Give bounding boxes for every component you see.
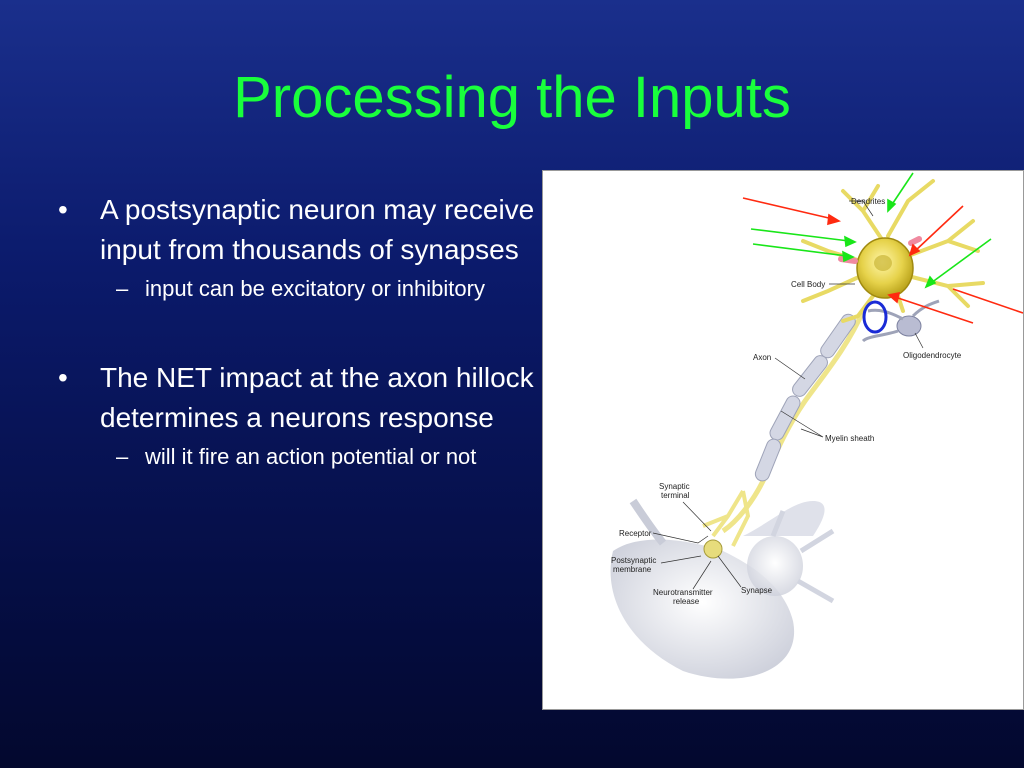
inhibitory-input-arrows	[742, 197, 1023, 324]
axon-hillock-marker	[862, 300, 888, 334]
bullet-item: • The NET impact at the axon hillock det…	[58, 358, 538, 438]
sub-bullet-text: will it fire an action potential or not	[145, 444, 477, 469]
bullet-item: • A postsynaptic neuron may receive inpu…	[58, 190, 538, 270]
bullet-text: A postsynaptic neuron may receive input …	[100, 194, 535, 265]
sub-bullet-dash: –	[116, 444, 129, 469]
sub-bullet-text: input can be excitatory or inhibitory	[145, 276, 485, 301]
label-leader-lines	[652, 200, 924, 590]
inhibitory-synapse-dot	[908, 236, 922, 246]
label-receptor: Receptor	[619, 529, 652, 538]
axon-terminal-shape	[702, 489, 751, 559]
label-cell-body: Cell Body	[791, 280, 825, 289]
label-synaptic-terminal: Synaptic	[659, 482, 690, 491]
label-myelin-sheath: Myelin sheath	[825, 434, 874, 443]
neighbor-neuron-shape	[747, 510, 835, 604]
label-postsynaptic-membrane: Postsynaptic	[611, 556, 656, 565]
excitatory-input-arrows	[750, 172, 992, 289]
bullet-dot: •	[58, 362, 68, 393]
sub-bullet-dash: –	[116, 276, 129, 301]
neuron-illustration: Dendrites Cell Body Oligodendrocyte Axon…	[610, 172, 1023, 679]
label-postsynaptic-membrane-2: membrane	[613, 565, 652, 574]
sub-bullet-item: – input can be excitatory or inhibitory	[58, 272, 538, 306]
sub-bullet-item: – will it fire an action potential or no…	[58, 440, 538, 474]
label-neurotransmitter-release-2: release	[673, 597, 700, 606]
neuron-diagram: Dendrites Cell Body Oligodendrocyte Axon…	[542, 170, 1024, 710]
label-synaptic-terminal-2: terminal	[661, 491, 690, 500]
label-axon: Axon	[753, 353, 771, 362]
label-dendrites: Dendrites	[851, 197, 885, 206]
axon-shape	[721, 310, 866, 534]
slide-title: Processing the Inputs	[233, 65, 791, 130]
bullet-text: The NET impact at the axon hillock deter…	[100, 362, 534, 433]
bullet-dot: •	[58, 194, 68, 225]
label-oligodendrocyte: Oligodendrocyte	[903, 351, 962, 360]
bullet-list: • A postsynaptic neuron may receive inpu…	[58, 190, 538, 474]
nucleus-shape	[874, 255, 892, 271]
label-synapse: Synapse	[741, 586, 773, 595]
label-neurotransmitter-release: Neurotransmitter	[653, 588, 713, 597]
